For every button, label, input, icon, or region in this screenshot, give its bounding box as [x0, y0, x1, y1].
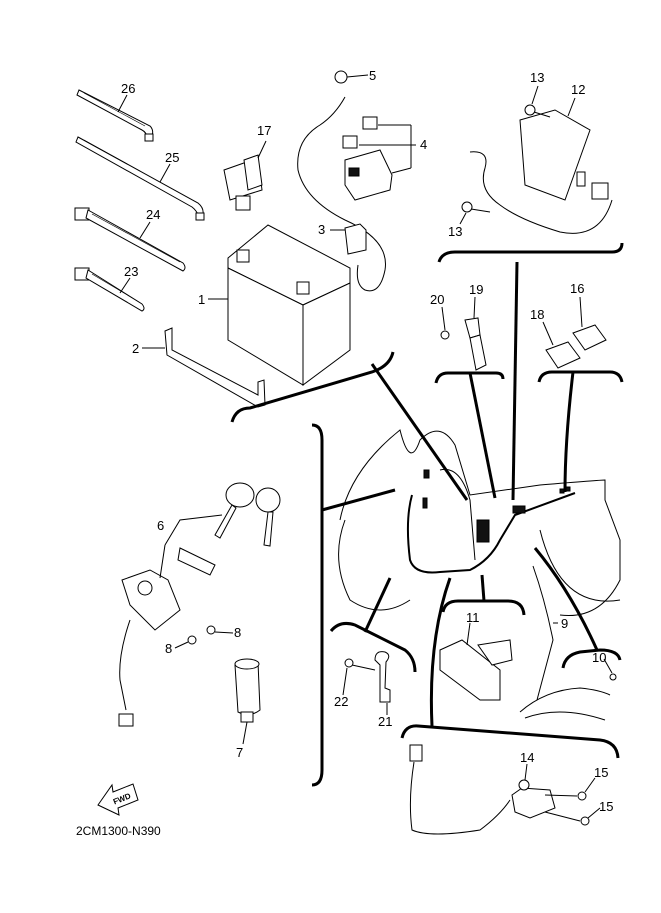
callout-9: 9 [561, 616, 568, 631]
leader-clamp-21 [363, 577, 392, 633]
sensor-14-assembly: 14 15 15 [409, 744, 613, 835]
callout-1: 1 [198, 292, 205, 307]
bracket-11: 11 [439, 610, 513, 701]
callout-22: 22 [334, 694, 348, 709]
leader-ground [533, 547, 599, 651]
leader-battery [370, 363, 469, 501]
clamp-group-bracket [434, 371, 505, 384]
leader-ecu [511, 261, 519, 501]
harness-9-10: 9 10 [519, 565, 617, 721]
ecu-group-bracket [437, 242, 624, 263]
callout-23: 23 [124, 264, 138, 279]
callout-24: 24 [146, 207, 160, 222]
main-switch-assembly: 6 8 8 7 [118, 482, 281, 760]
relay-group-bracket [537, 370, 624, 383]
bracket-11-group [441, 599, 526, 616]
callout-10: 10 [592, 650, 606, 665]
wire-harness-overview [321, 469, 576, 574]
leader-clamp [468, 372, 497, 499]
callout-11: 11 [466, 610, 480, 625]
callout-6: 6 [157, 518, 164, 533]
diagram-code: 2CM1300-N390 [76, 824, 161, 838]
leader-relay [563, 371, 575, 493]
callout-20: 20 [430, 292, 444, 307]
clamp-21-group [329, 622, 417, 673]
callout-2: 2 [132, 341, 139, 356]
callout-3: 3 [318, 222, 325, 237]
leader-sensor [429, 577, 452, 727]
callout-26: 26 [121, 81, 135, 96]
cable-tie-25: 25 [75, 136, 205, 221]
battery-band: 2 [132, 327, 266, 408]
cable-tie-26: 26 [76, 81, 154, 142]
callout-5: 5 [369, 68, 376, 83]
callout-8-left: 8 [165, 641, 172, 656]
cable-tie-24: 24 [74, 207, 186, 272]
callout-12: 12 [571, 82, 585, 97]
leader-main-switch [321, 488, 396, 512]
motorcycle-outline [338, 429, 621, 617]
starter-relay-assembly: 5 4 3 [297, 68, 427, 292]
left-group-bracket [311, 423, 324, 787]
battery: 1 [198, 224, 351, 386]
callout-15-top: 15 [594, 765, 608, 780]
callout-13-top: 13 [530, 70, 544, 85]
clamp-19: 19 20 [430, 282, 487, 371]
cable-tie-23: 23 [74, 264, 145, 312]
callout-7: 7 [236, 745, 243, 760]
relay-17: 17 [223, 123, 271, 211]
sensor-group-bracket [400, 724, 620, 759]
fwd-arrow: FWD [97, 783, 139, 816]
callout-15-bottom: 15 [599, 799, 613, 814]
battery-group-bracket [230, 351, 395, 423]
callout-18: 18 [530, 307, 544, 322]
callout-16: 16 [570, 281, 584, 296]
clamp-21-22: 22 21 [334, 651, 392, 729]
callout-13-bottom: 13 [448, 224, 462, 239]
control-unit: 13 12 13 [448, 70, 613, 239]
ground-group-bracket [561, 648, 622, 669]
relays-16-18: 16 18 [530, 281, 607, 369]
leader-bracket-11 [480, 574, 486, 602]
callout-17: 17 [257, 123, 271, 138]
callout-4: 4 [420, 137, 427, 152]
callout-19: 19 [469, 282, 483, 297]
callout-21: 21 [378, 714, 392, 729]
callout-25: 25 [165, 150, 179, 165]
callout-8-right: 8 [234, 625, 241, 640]
callout-14: 14 [520, 750, 534, 765]
